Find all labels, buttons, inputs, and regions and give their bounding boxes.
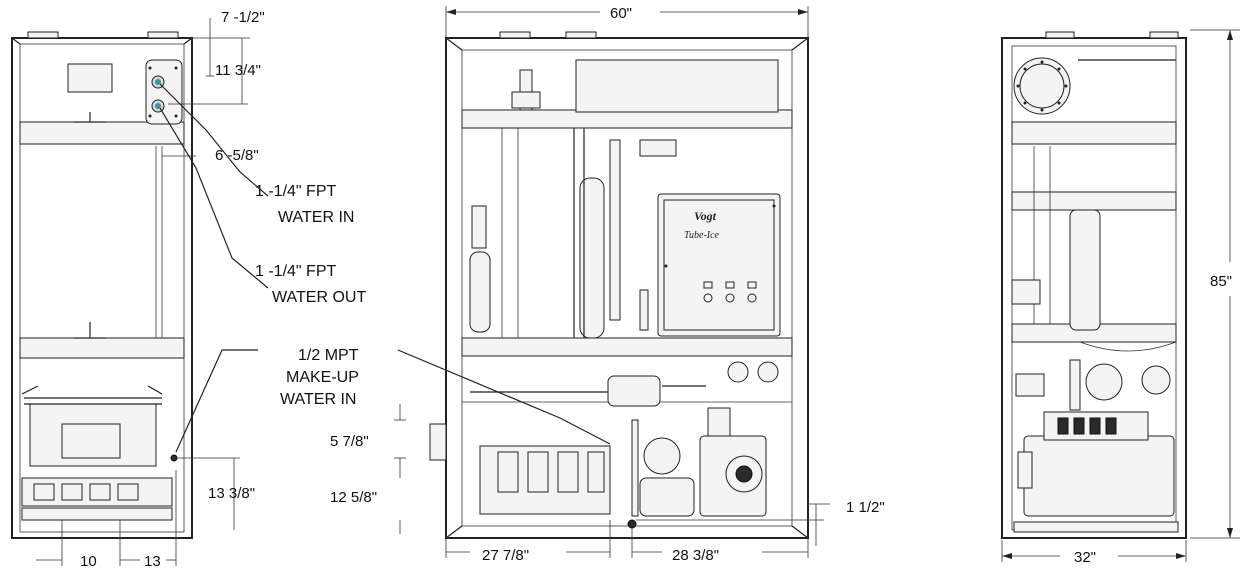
- dim-left-side-offset: 6 -5/8": [215, 147, 259, 164]
- dim-left-bottom-b: 13: [144, 553, 161, 569]
- right-compressor: [1017, 411, 1175, 517]
- dim-front-bottom-left: 27 7/8": [482, 547, 529, 564]
- dim-right-width: 32": [1074, 549, 1096, 566]
- right-side-view: 85" 32": [1001, 29, 1240, 566]
- label-makeup-line3: WATER IN: [280, 391, 356, 408]
- label-water-out-line1: 1 -1/4" FPT: [255, 263, 336, 280]
- leader-makeup-front: [397, 349, 611, 445]
- dim-front-width: 60": [610, 5, 632, 22]
- dim-front-drain-height: 1 1/2": [846, 499, 885, 516]
- dim-front-side-b: 12 5/8": [330, 489, 377, 506]
- right-frame: [1001, 37, 1187, 539]
- left-exchanger-flange: [145, 59, 183, 125]
- front-lower-tank: [479, 445, 611, 515]
- left-side-view: 7 -1/2" 11 3/4" 6 -5/8" 1 -1/4" FPT WATE…: [11, 9, 366, 569]
- front-view: 60" Vogt Tube-Ice: [280, 5, 885, 564]
- dim-front-side-a: 5 7/8": [330, 433, 369, 450]
- label-makeup-line2: MAKE-UP: [286, 369, 359, 386]
- drain-outlet: [627, 519, 637, 529]
- panel-logo-line2: Tube-Ice: [684, 230, 720, 241]
- pump: [643, 437, 681, 475]
- right-gauge: [1141, 365, 1171, 395]
- control-panel: Vogt Tube-Ice: [657, 193, 781, 337]
- right-exchanger-flange: [1013, 57, 1071, 115]
- leader-water-out: [159, 107, 269, 289]
- left-tank: [21, 385, 178, 521]
- label-water-in-line1: 1 -1/4" FPT: [255, 183, 336, 200]
- left-upper-rail: [19, 121, 185, 145]
- gauge-2: [757, 361, 779, 383]
- front-upper-tank: [575, 59, 779, 113]
- front-middle-rail: [461, 337, 793, 357]
- compressor: [699, 407, 767, 517]
- right-tank-round: [1085, 363, 1123, 401]
- label-water-in-line2: WATER IN: [278, 209, 354, 226]
- dim-left-makeup-height: 13 3/8": [208, 485, 255, 502]
- dim-front-bottom-right: 28 3/8": [672, 547, 719, 564]
- leader-makeup-left: [175, 349, 258, 453]
- dim-left-top-offset: 7 -1/2": [221, 9, 265, 26]
- label-makeup-line1: 1/2 MPT: [298, 347, 359, 364]
- gauge-1: [727, 361, 749, 383]
- front-frame: [445, 37, 809, 539]
- receiver-tank: [607, 375, 661, 407]
- dim-right-height: 85": [1210, 273, 1232, 290]
- left-middle-rail: [19, 337, 185, 359]
- leader-water-in: [159, 83, 269, 197]
- left-frame: [11, 37, 193, 539]
- motor: [639, 477, 695, 517]
- panel-logo-line1: Vogt: [694, 209, 717, 223]
- label-water-out-line2: WATER OUT: [272, 289, 366, 306]
- front-upper-rail: [461, 109, 793, 129]
- dim-left-bottom-a: 10: [80, 553, 97, 569]
- dim-left-outlet-height: 11 3/4": [215, 62, 261, 79]
